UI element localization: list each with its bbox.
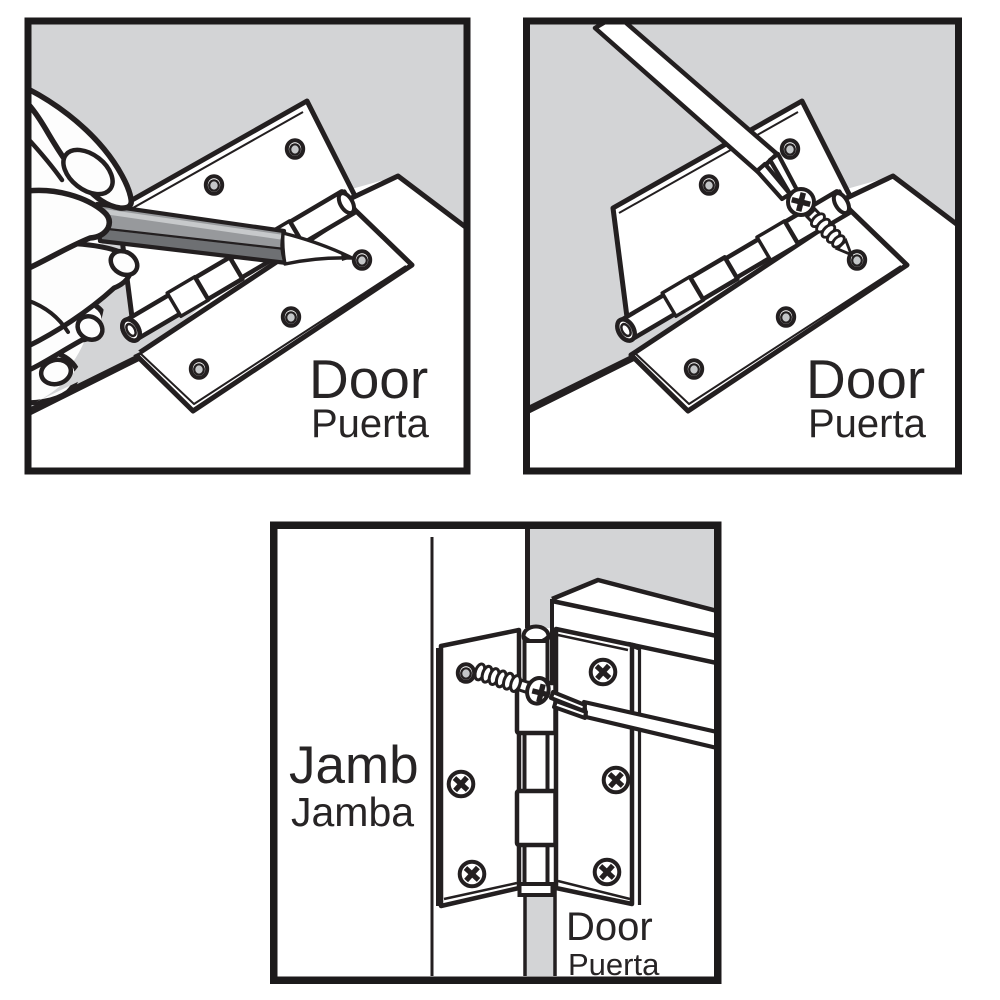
svg-text:Door: Door [309,348,428,410]
svg-text:Puerta: Puerta [568,947,660,982]
svg-text:Puerta: Puerta [808,402,927,446]
svg-text:Puerta: Puerta [311,402,430,446]
svg-text:Jamb: Jamb [289,736,419,795]
svg-text:Door: Door [566,905,653,949]
svg-text:Jamba: Jamba [291,789,414,835]
svg-text:Door: Door [806,348,925,410]
